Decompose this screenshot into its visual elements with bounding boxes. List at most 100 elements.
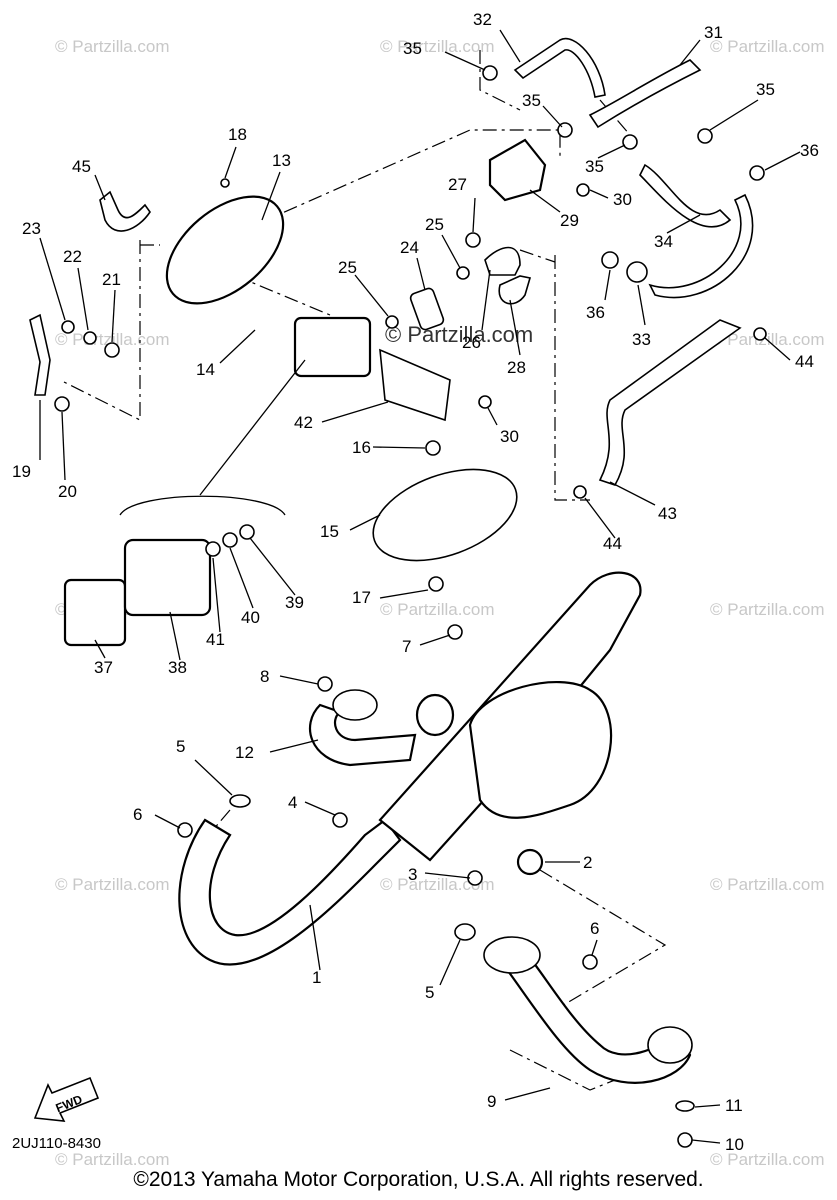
callout-35-b: 35 xyxy=(522,91,541,110)
cap-36a xyxy=(749,165,765,181)
nut-6a xyxy=(177,822,193,838)
clip-18 xyxy=(220,178,230,188)
copyright-notice: ©2013 Yamaha Motor Corporation, U.S.A. A… xyxy=(133,1168,704,1191)
callout-24: 24 xyxy=(400,238,419,257)
callout-17: 17 xyxy=(352,588,371,607)
pipe-43 xyxy=(598,319,742,486)
heat-shield xyxy=(372,468,518,562)
callout-27: 27 xyxy=(448,175,467,194)
bolt-20 xyxy=(54,396,70,412)
callout-36-right: 36 xyxy=(800,141,819,160)
callout-30-lower: 30 xyxy=(500,427,519,446)
bolt-10 xyxy=(677,1132,693,1148)
callout-28: 28 xyxy=(507,358,526,377)
watermark: © Partzilla.com xyxy=(380,37,495,56)
clamp-35a xyxy=(482,65,498,81)
watermark: © Partzilla.com xyxy=(55,37,170,56)
cap-36b xyxy=(601,251,619,269)
clamp-44b xyxy=(573,485,587,499)
watermark: © Partzilla.com xyxy=(55,1150,170,1169)
watermark: © Partzilla.com xyxy=(710,875,825,894)
fwd-arrow xyxy=(33,1076,100,1122)
leader-lines xyxy=(39,29,801,1144)
screw-16 xyxy=(425,440,441,456)
callout-25-lower: 25 xyxy=(338,258,357,277)
callout-35-d: 35 xyxy=(756,80,775,99)
callout-44-lower: 44 xyxy=(603,534,622,553)
center-watermark: © Partzilla.com xyxy=(385,322,533,347)
watermark: © Partzilla.com xyxy=(710,600,825,619)
callout-33: 33 xyxy=(632,330,651,349)
callout-14: 14 xyxy=(196,360,215,379)
callout-44-upper: 44 xyxy=(795,352,814,371)
bolt-30b xyxy=(478,395,492,409)
nut-6b xyxy=(582,954,598,970)
callout-13: 13 xyxy=(272,151,291,170)
callout-5-upper: 5 xyxy=(176,737,185,756)
callouts: 1 2 3 4 5 5 6 6 7 8 9 10 11 12 13 14 15 … xyxy=(12,10,819,1154)
callout-15: 15 xyxy=(320,522,339,541)
callout-35-c: 35 xyxy=(585,157,604,176)
callout-40: 40 xyxy=(241,608,260,627)
gasket-5b xyxy=(454,923,476,941)
callout-29: 29 xyxy=(560,211,579,230)
callout-20: 20 xyxy=(58,482,77,501)
clamp-33 xyxy=(626,261,648,283)
gasket-5a xyxy=(229,794,251,808)
washer-23 xyxy=(61,320,75,334)
cap-27 xyxy=(465,232,481,248)
callout-6-lower: 6 xyxy=(590,919,599,938)
callout-41: 41 xyxy=(206,630,225,649)
bolt-3 xyxy=(467,870,483,886)
callout-19: 19 xyxy=(12,462,31,481)
callout-23: 23 xyxy=(22,219,41,238)
callout-30-upper: 30 xyxy=(613,190,632,209)
bolt-7 xyxy=(447,624,463,640)
nut-2 xyxy=(516,848,544,876)
callout-4: 4 xyxy=(288,793,297,812)
bolt-4 xyxy=(332,812,348,828)
callout-11: 11 xyxy=(725,1096,743,1115)
callout-9: 9 xyxy=(487,1092,496,1111)
washer-11 xyxy=(675,1100,695,1112)
connector-pipe xyxy=(308,703,417,767)
callout-5-lower: 5 xyxy=(425,983,434,1002)
clip-25b xyxy=(385,315,399,329)
callout-12: 12 xyxy=(235,743,254,762)
bolt-21 xyxy=(104,342,120,358)
callout-37: 37 xyxy=(94,658,113,677)
callout-16: 16 xyxy=(352,438,371,457)
callout-26: 26 xyxy=(462,333,481,352)
box-part-38 xyxy=(123,538,212,617)
air-cut-valve-cover xyxy=(165,195,285,305)
callout-32: 32 xyxy=(473,10,492,29)
part-drawings xyxy=(29,37,767,1148)
callout-31: 31 xyxy=(704,23,723,42)
callout-7: 7 xyxy=(402,637,411,656)
hose-32 xyxy=(513,37,606,98)
drawing-code: 2UJ110-8430 xyxy=(12,1135,101,1152)
clamp-35c xyxy=(622,134,638,150)
bolt-30a xyxy=(576,183,590,197)
hose-34 xyxy=(639,163,732,228)
washer-22 xyxy=(83,331,97,345)
watermark: © Partzilla.com xyxy=(380,600,495,619)
callout-2: 2 xyxy=(583,853,592,872)
callout-39: 39 xyxy=(285,593,304,612)
watermark: © Partzilla.com xyxy=(710,37,825,56)
hose-24 xyxy=(409,287,445,331)
callout-21: 21 xyxy=(102,270,121,289)
clamp-35d xyxy=(697,128,713,144)
callout-45: 45 xyxy=(72,157,91,176)
callout-43: 43 xyxy=(658,504,677,523)
callout-36-left: 36 xyxy=(586,303,605,322)
callout-6-upper: 6 xyxy=(133,805,142,824)
callout-22: 22 xyxy=(63,247,82,266)
callout-10: 10 xyxy=(725,1135,744,1154)
exhaust-pipe-front xyxy=(178,818,402,966)
valve-box xyxy=(293,316,372,378)
callout-8: 8 xyxy=(260,667,269,686)
bracket-19 xyxy=(29,313,51,396)
clamp-44a xyxy=(753,327,767,341)
watermark: © Partzilla.com xyxy=(55,875,170,894)
